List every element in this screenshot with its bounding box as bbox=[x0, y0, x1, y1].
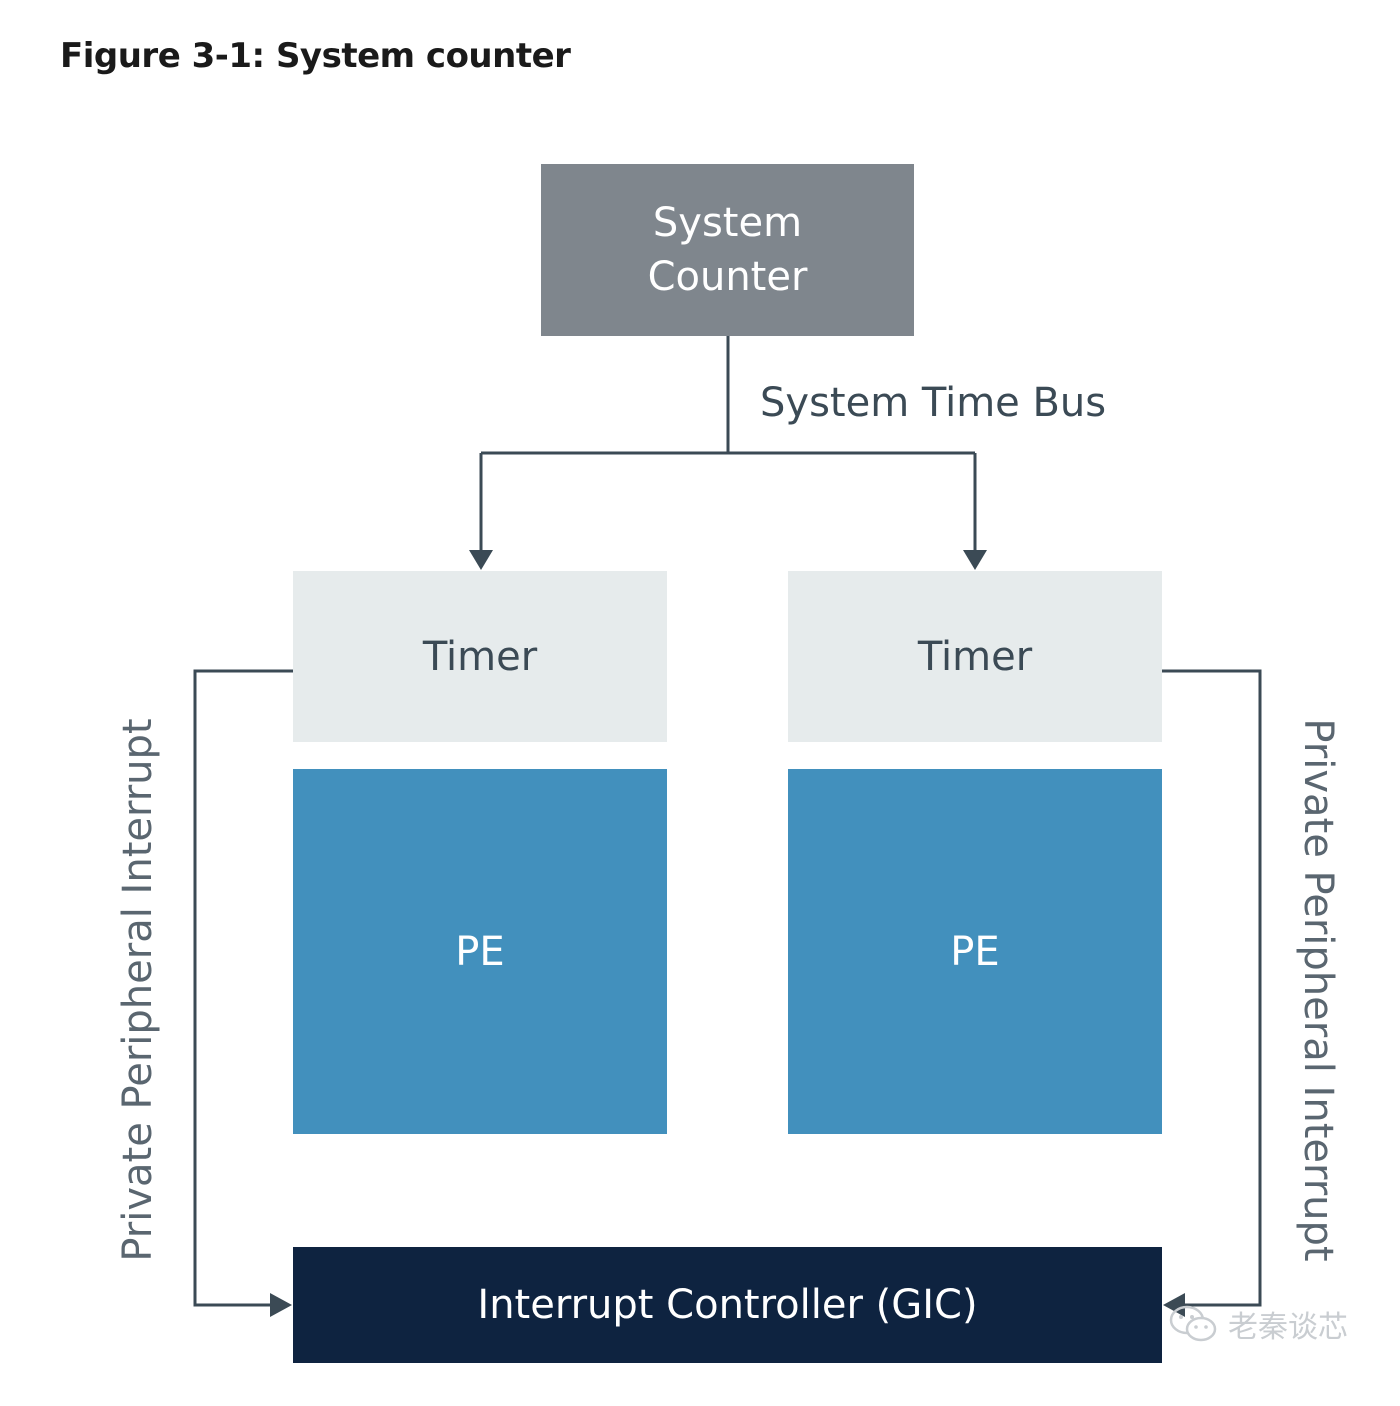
timer-block-right: Timer bbox=[788, 571, 1162, 742]
timer-block-left: Timer bbox=[293, 571, 667, 742]
wechat-icon bbox=[1169, 1305, 1217, 1342]
pe-label-left: PE bbox=[455, 928, 505, 975]
pe-label-right: PE bbox=[950, 928, 1000, 975]
gic-label: Interrupt Controller (GIC) bbox=[477, 1282, 978, 1328]
arrowhead-gic-right bbox=[1163, 1293, 1185, 1317]
figure-title: Figure 3-1: System counter bbox=[60, 36, 571, 76]
timer-label-right: Timer bbox=[917, 633, 1033, 680]
arrowhead-left-timer bbox=[469, 550, 493, 570]
pe-block-right: PE bbox=[788, 769, 1162, 1134]
system-counter-label-line1: System bbox=[652, 200, 803, 246]
left-ppi-wire bbox=[193, 669, 293, 1307]
arrowhead-right-timer bbox=[963, 550, 987, 570]
timer-label-left: Timer bbox=[422, 633, 538, 680]
ppi-label-right: Private Peripheral Interrupt bbox=[1295, 718, 1341, 1262]
system-time-bus-label: System Time Bus bbox=[760, 380, 1107, 426]
watermark: 老秦谈芯 bbox=[1168, 1302, 1348, 1346]
system-counter-label-line2: Counter bbox=[647, 254, 808, 300]
right-ppi-wire bbox=[1162, 669, 1262, 1307]
ppi-label-left: Private Peripheral Interrupt bbox=[115, 718, 161, 1262]
interrupt-controller-block: Interrupt Controller (GIC) bbox=[293, 1247, 1162, 1363]
arrowhead-gic-left bbox=[270, 1293, 292, 1317]
watermark-text: 老秦谈芯 bbox=[1228, 1310, 1348, 1345]
pe-block-left: PE bbox=[293, 769, 667, 1134]
system-counter-block: System Counter bbox=[541, 164, 914, 336]
